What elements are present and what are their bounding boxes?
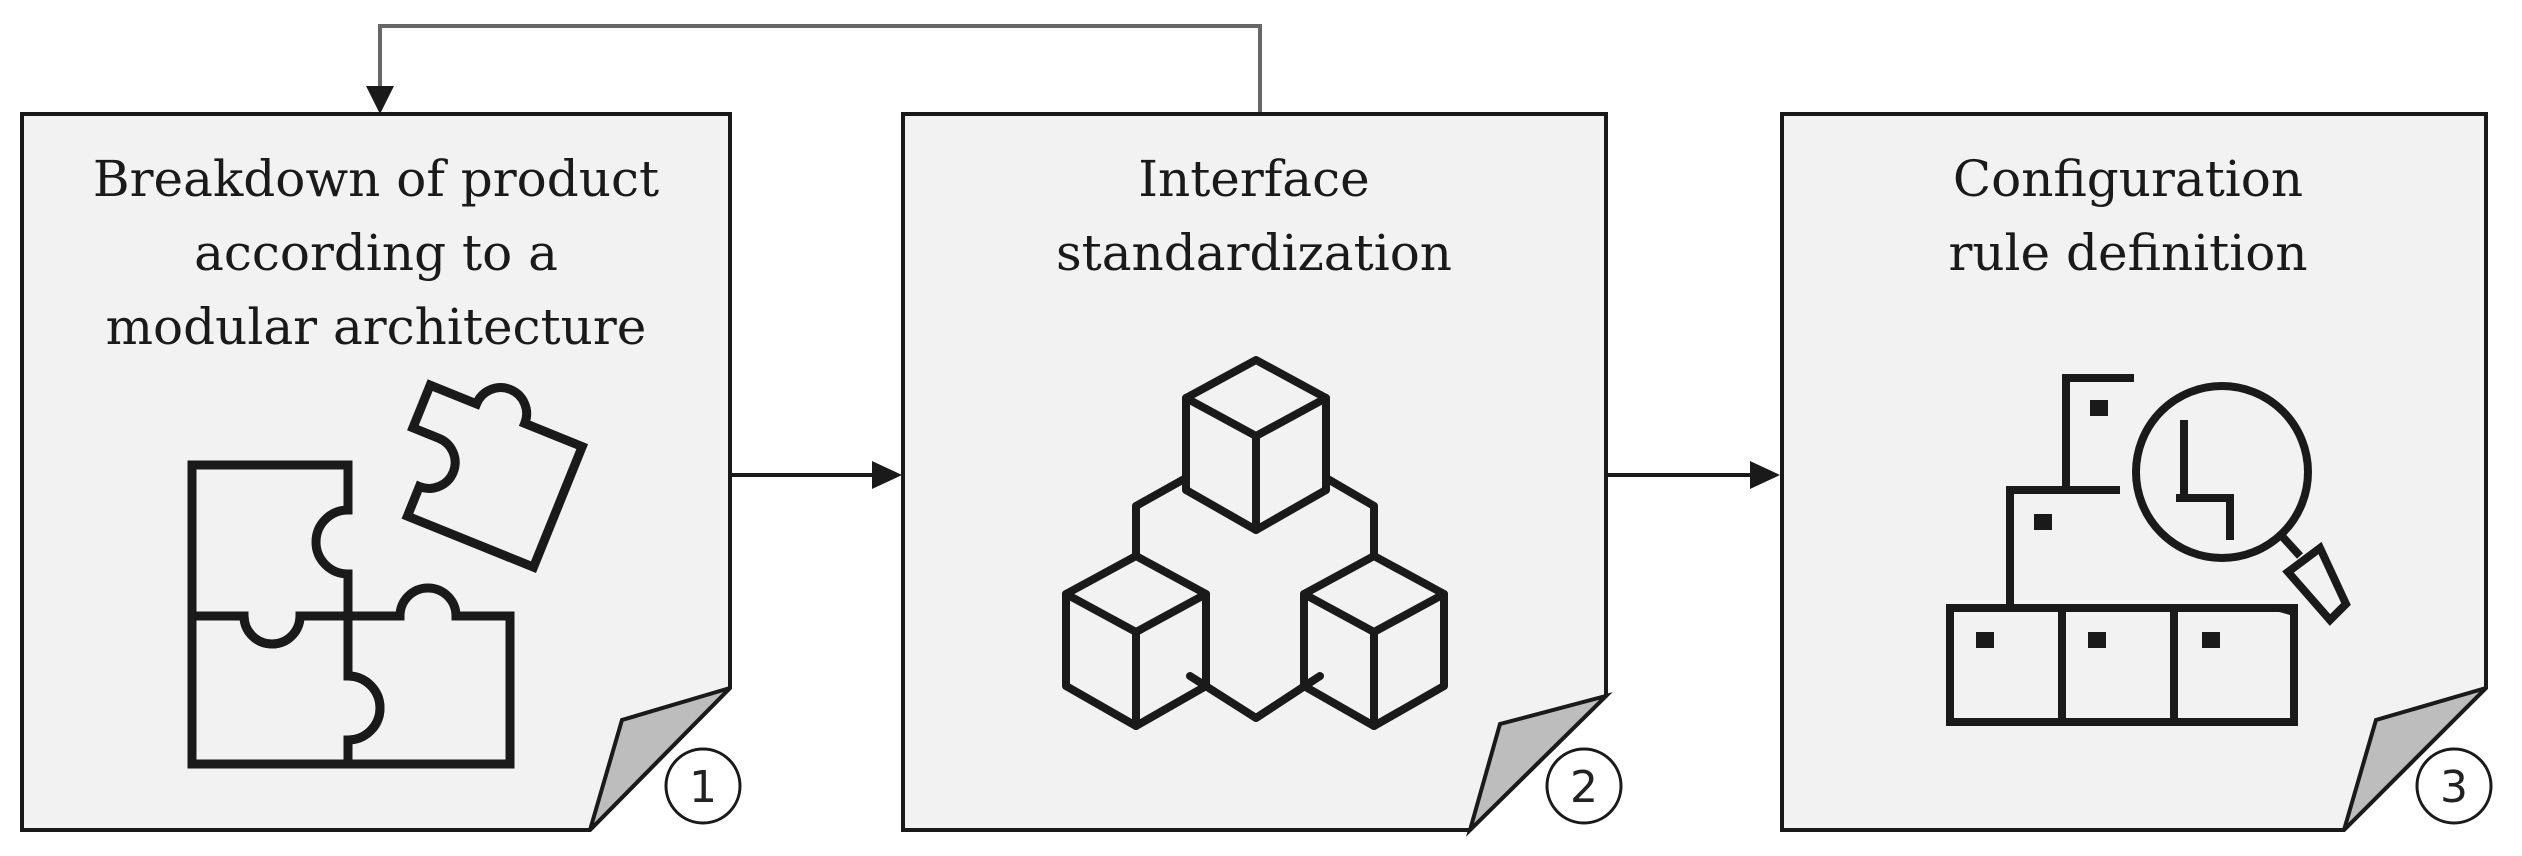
step-title-line: Interface: [1138, 150, 1369, 208]
step-number: 2: [1570, 762, 1598, 813]
step-number-badge: 3: [2415, 747, 2493, 825]
feedback-loop-arrow: [366, 24, 1262, 116]
page-fold: [588, 686, 732, 832]
box-label-markers: [1976, 400, 2220, 648]
puzzle-icon: [187, 379, 589, 769]
step-number-badge: 2: [1545, 747, 1623, 825]
page-fold: [1466, 692, 1613, 837]
step-card-2: Interface standardization 2: [901, 112, 1623, 837]
step-title-line: Configuration: [1953, 150, 2303, 208]
step-title-line: Breakdown of product: [93, 150, 659, 208]
step-number: 3: [2440, 762, 2468, 813]
arrow-step2-to-step3: [1608, 461, 1780, 489]
page-fold: [2342, 686, 2488, 832]
boxes-magnifier-icon: [1946, 374, 2351, 726]
step-card-3: Configuration rule definition: [1780, 112, 2493, 832]
step-number: 1: [689, 762, 717, 813]
connected-cubes-icon: [1062, 356, 1448, 730]
step-title-line: according to a: [194, 224, 558, 282]
arrow-step1-to-step2: [732, 461, 902, 489]
step-title-line: standardization: [1056, 224, 1452, 282]
step-number-badge: 1: [664, 747, 742, 825]
step-title-line: rule definition: [1948, 224, 2307, 282]
step-card-1: Breakdown of product according to a modu…: [20, 112, 742, 832]
step-title-line: modular architecture: [106, 298, 647, 356]
